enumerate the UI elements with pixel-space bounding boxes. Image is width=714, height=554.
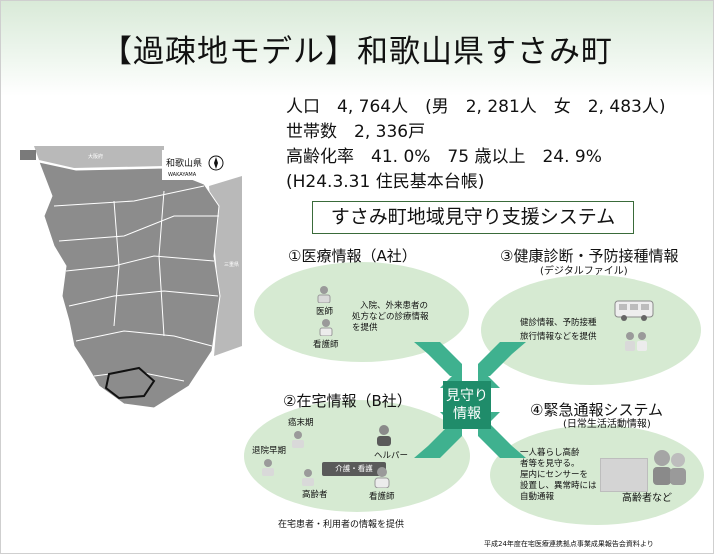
nurse-label: 看護師 — [313, 340, 339, 350]
emergency-elderly-label: 高齢者など — [622, 493, 672, 504]
statistics-block: 人口 4, 764人 (男 2, 281人 女 2, 483人) 世帯数 2, … — [286, 95, 665, 195]
medical-desc-line-3: を提供 — [352, 323, 378, 333]
vaccination-icon — [625, 332, 647, 351]
doctor-label: 医師 — [316, 307, 334, 317]
inset-map-icon — [20, 150, 36, 160]
monitoring-info-line-1: 見守り — [446, 388, 488, 404]
emergency-desc-line-5: 自動通報 — [520, 492, 555, 502]
aging-rate-line: 高齢化率 41. 0% 75 歳以上 24. 9% — [286, 147, 602, 167]
doctor-icon — [317, 286, 331, 303]
helper-label: ヘルパー — [374, 451, 409, 461]
source-footnote: 平成24年度在宅医療連携拠点事業成果報告会資料より — [484, 540, 654, 548]
emergency-desc-line-1: 一人暮らし高齢 — [520, 448, 580, 458]
source-line: (H24.3.31 住民基本台帳) — [286, 172, 485, 192]
home-nurse-icon — [374, 467, 390, 488]
compass-icon — [208, 155, 224, 171]
home-info-caption: 在宅患者・利用者の情報を提供 — [278, 520, 405, 530]
health-desc-line-2: 旅行情報などを提供 — [520, 332, 597, 342]
early-discharge-label: 退院早期 — [252, 446, 287, 456]
medical-desc-line-1: 入院、外来患者の — [360, 301, 429, 311]
population-line: 人口 4, 764人 (男 2, 281人 女 2, 483人) — [286, 97, 666, 117]
emergency-info-subtitle: (日常生活活動情報) — [563, 419, 651, 430]
elderly-label: 高齢者 — [302, 490, 328, 500]
discharged-patient-icon — [262, 459, 274, 476]
compass-needle-icon — [214, 157, 218, 169]
system-title-box: すさみ町地域見守り支援システム — [312, 201, 634, 234]
monitoring-info-line-2: 情報 — [453, 406, 481, 422]
emergency-desc-line-4: 設置し、異常時には — [520, 481, 597, 491]
emergency-desc-line-3: 屋内にセンサーを — [520, 470, 589, 480]
medical-desc-line-2: 処方などの診療情報 — [352, 312, 429, 322]
health-info-ellipse — [481, 275, 701, 385]
map-logo-text: 和歌山県 — [166, 157, 202, 169]
health-info-subtitle: (デジタルファイル) — [540, 266, 628, 277]
terminal-cancer-label: 癌末期 — [288, 418, 314, 428]
emergency-desc-line-2: 者等を見守る。 — [520, 459, 580, 469]
home-info-title: ②在宅情報（B社） — [283, 392, 412, 410]
medical-info-title: ①医療情報（A社） — [288, 247, 417, 265]
map-logo-subtext: WAKAYAMA — [168, 172, 197, 178]
elderly-couple-icon — [653, 450, 686, 485]
helper-icon — [377, 425, 391, 446]
wakayama-map: 和歌山県 WAKAYAMA 大阪府 三重県 — [14, 146, 242, 414]
slide-title: 【過疎地モデル】和歌山県すさみ町 — [101, 34, 613, 70]
region-label-mie: 三重県 — [224, 261, 239, 268]
households-line: 世帯数 2, 336戸 — [286, 122, 426, 142]
health-desc-line-1: 健診情報、予防接種 — [520, 318, 597, 328]
home-nurse-label: 看護師 — [369, 492, 395, 502]
terminal-patient-icon — [292, 431, 304, 448]
houses-photo — [600, 458, 648, 492]
elderly-person-icon — [302, 469, 314, 486]
care-nursing-badge: 介護・看護 — [322, 462, 386, 476]
monitoring-info-box: 見守り 情報 — [443, 381, 491, 429]
emergency-info-title: ④緊急通報システム — [530, 401, 663, 419]
bus-icon — [614, 300, 654, 321]
nurse-icon — [319, 319, 333, 336]
health-info-title: ③健康診断・予防接種情報 — [500, 247, 679, 265]
region-label-osaka: 大阪府 — [88, 153, 103, 160]
